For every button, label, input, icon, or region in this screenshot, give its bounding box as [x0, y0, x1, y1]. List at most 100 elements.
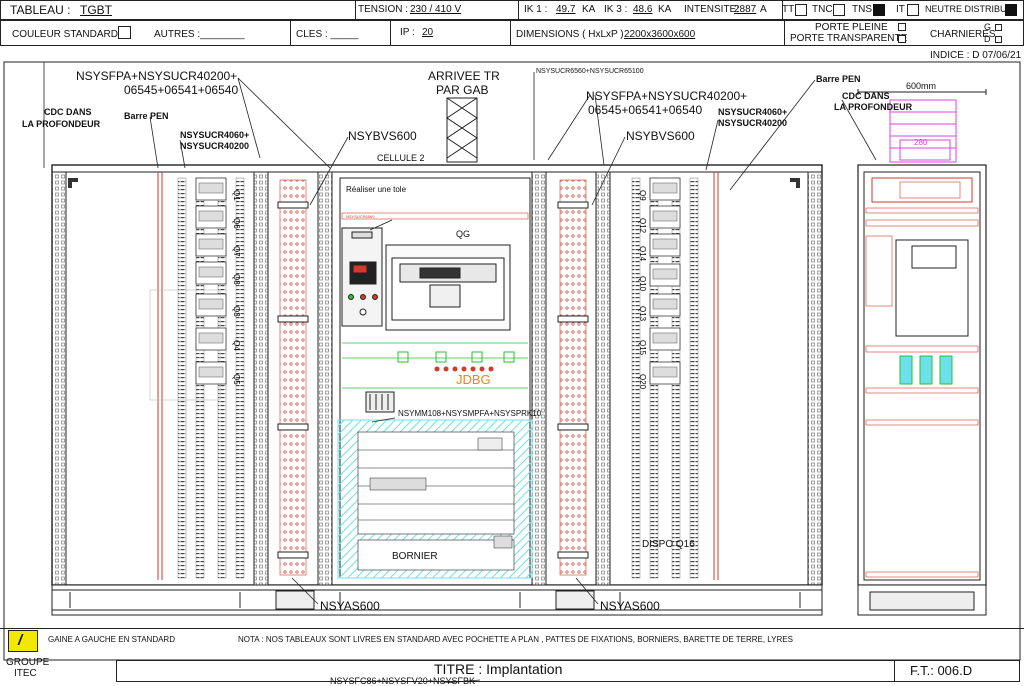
- neutre-checkbox-checked[interactable]: [1005, 4, 1017, 16]
- footer-divider: [0, 628, 1024, 629]
- svg-text:NSYSUCR6560: NSYSUCR6560: [346, 214, 375, 219]
- breaker-face: [652, 238, 678, 250]
- tension-label: TENSION :: [358, 4, 409, 15]
- charnieres-d-checkbox[interactable]: [995, 36, 1002, 43]
- label-nsybvs-left: NSYBVS600: [348, 129, 417, 143]
- breaker-face: [652, 182, 678, 194]
- cles-label: CLES : _____: [296, 29, 359, 40]
- label-nsyas-right: NSYAS600: [600, 599, 660, 613]
- label-bornier: BORNIER: [392, 551, 438, 562]
- label-nsyas-left: NSYAS600: [320, 599, 380, 613]
- regime-tnc-checkbox[interactable]: [833, 4, 845, 16]
- breaker-face: [652, 332, 678, 344]
- breaker-face: [198, 332, 224, 344]
- label-qg: QG: [456, 229, 471, 239]
- label-nsymm: NSYMM108+NSYSMPFA+NSYSPRK10: [398, 409, 542, 418]
- gaine-label: GAINE A GAUCHE EN STANDARD: [48, 635, 175, 644]
- label-dispo-q16: DISPO Q16: [642, 539, 695, 550]
- charnieres-g-checkbox[interactable]: [995, 24, 1002, 31]
- breaker-face: [198, 298, 224, 310]
- charnieres-g-label: G: [984, 22, 992, 32]
- neutre-label: NEUTRE DISTRIBUE: [925, 4, 1013, 14]
- tension-value: 230 / 410 V: [410, 4, 462, 15]
- tableau-value: TGBT: [80, 3, 112, 17]
- label-nsysucr-left-2: NSYSUCR40200: [180, 141, 250, 151]
- regime-tns-label: TNS: [852, 4, 872, 15]
- breaker-label: Q4: [232, 340, 241, 351]
- label-nsysucr-left-1: NSYSUCR4060+: [180, 130, 250, 140]
- label-nsysfpa-left-1: NSYSFPA+NSYSUCR40200+: [76, 69, 238, 83]
- leader-lines: [43, 62, 877, 683]
- breaker-face: [652, 366, 678, 378]
- ip-value: 20: [422, 27, 434, 38]
- porte-pleine-label: PORTE PLEINE: [815, 22, 888, 33]
- breaker-label: Q6: [232, 218, 241, 229]
- note-label: NOTA : NOS TABLEAUX SONT LIVRES EN STAND…: [238, 635, 793, 644]
- intensite-unit: A: [760, 4, 767, 15]
- breaker-face: [652, 298, 678, 310]
- intensite-value: 2887: [734, 4, 757, 15]
- regime-it-label: IT: [896, 4, 905, 15]
- label-dim-600: 600mm: [906, 81, 937, 91]
- breaker-label: Q12: [638, 218, 647, 234]
- logo: /: [8, 630, 38, 652]
- label-jdbg: JDBG: [456, 372, 491, 387]
- breaker-label: Q5: [232, 374, 241, 385]
- ik1-label: IK 1 :: [524, 4, 548, 15]
- logo-mark-icon: /: [18, 632, 23, 649]
- couleur-label: COULEUR STANDARD: [12, 29, 118, 40]
- header-row-2: [0, 20, 1024, 46]
- label-barre-pen-left: Barre PEN: [124, 111, 169, 121]
- breaker-face: [198, 182, 224, 194]
- tableau-label: TABLEAU :: [10, 3, 71, 17]
- title-label: TITRE : Implantation: [434, 661, 563, 677]
- gab-symbol: [446, 97, 478, 163]
- ik3-unit: KA: [658, 4, 672, 15]
- regime-tt-checkbox[interactable]: [795, 4, 807, 16]
- ik1-unit: KA: [582, 4, 596, 15]
- label-cellule2: CELLULE 2: [377, 153, 425, 163]
- charnieres-d-label: D: [984, 34, 991, 44]
- bottom-ref-label: NSYSFC86+NSYSFV20+NSYSFBK: [330, 676, 476, 686]
- couleur-checkbox[interactable]: [118, 26, 131, 39]
- porte-pleine-checkbox[interactable]: [898, 23, 906, 31]
- breaker-face: [198, 238, 224, 250]
- breaker-face: [652, 268, 678, 280]
- breaker-face: [652, 210, 678, 222]
- porte-transparente-label: PORTE TRANSPARENTE: [790, 33, 908, 44]
- breaker-label: Q15: [638, 340, 647, 356]
- regime-it-checkbox[interactable]: [907, 4, 919, 16]
- breaker-label: Q1: [232, 190, 241, 201]
- central-cell: NSYSUCR6560: [337, 177, 533, 579]
- label-cdc-right-1: CDC DANS: [842, 91, 890, 101]
- label-cdc-right-2: LA PROFONDEUR: [834, 102, 913, 112]
- label-cdc-left-2: LA PROFONDEUR: [22, 119, 101, 129]
- indice-label: INDICE : D 07/06/21: [930, 50, 1022, 61]
- regime-tns-checkbox-checked[interactable]: [873, 4, 885, 16]
- charnieres-label: CHARNIERES: [930, 29, 996, 40]
- label-dim-280: 280: [914, 138, 928, 147]
- ip-label: IP :: [400, 27, 415, 38]
- label-nsysucr-right-2: NSYSUCR40200: [718, 118, 788, 128]
- breaker-label: Q14: [638, 246, 647, 262]
- porte-transparente-checkbox[interactable]: [898, 35, 906, 43]
- dimensions-label: DIMENSIONS ( HxLxP ): [516, 29, 624, 40]
- label-nsysfpa-right-1: NSYSFPA+NSYSUCR40200+: [586, 89, 748, 103]
- ft-label: F.T.: 006.D: [910, 663, 973, 678]
- title-block: [116, 660, 1020, 682]
- breaker-face: [198, 366, 224, 378]
- label-nsysucr6560: NSYSUCR6560+NSYSUCR65100: [536, 68, 644, 75]
- label-arrivee-1: ARRIVEE TR: [428, 69, 500, 83]
- autres-label: AUTRES :________: [154, 29, 245, 40]
- breaker-label: Q9: [638, 190, 647, 201]
- breaker-label: Q3: [232, 306, 241, 317]
- intensite-label: INTENSITE:: [684, 4, 740, 15]
- breaker-label: Q20: [638, 374, 647, 390]
- right-busbar-column: [557, 179, 589, 576]
- label-barre-pen-right: Barre PEN: [816, 74, 861, 84]
- breaker-label: Q8: [232, 274, 241, 285]
- label-nsysfpa-right-2: 06545+06541+06540: [588, 103, 703, 117]
